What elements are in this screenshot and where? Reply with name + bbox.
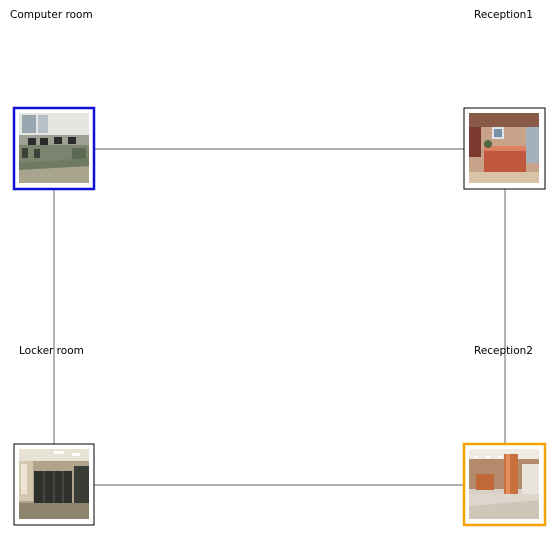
node-computer-room[interactable]: Computer room bbox=[10, 9, 96, 191]
edges bbox=[53, 148, 506, 486]
node-reception1[interactable]: Reception1 bbox=[463, 9, 546, 190]
node-label: Computer room bbox=[10, 9, 93, 21]
node-label: Reception1 bbox=[474, 9, 533, 21]
reception-lobby-photo bbox=[469, 449, 539, 519]
node-reception2[interactable]: Reception2 bbox=[462, 345, 547, 527]
node-label: Locker room bbox=[19, 345, 84, 357]
node-locker-room[interactable]: Locker room bbox=[13, 345, 95, 526]
node-label: Reception2 bbox=[474, 345, 533, 357]
reception-desk-photo bbox=[469, 113, 539, 183]
computer-room-photo bbox=[19, 113, 89, 183]
locker-room-photo bbox=[19, 449, 89, 519]
